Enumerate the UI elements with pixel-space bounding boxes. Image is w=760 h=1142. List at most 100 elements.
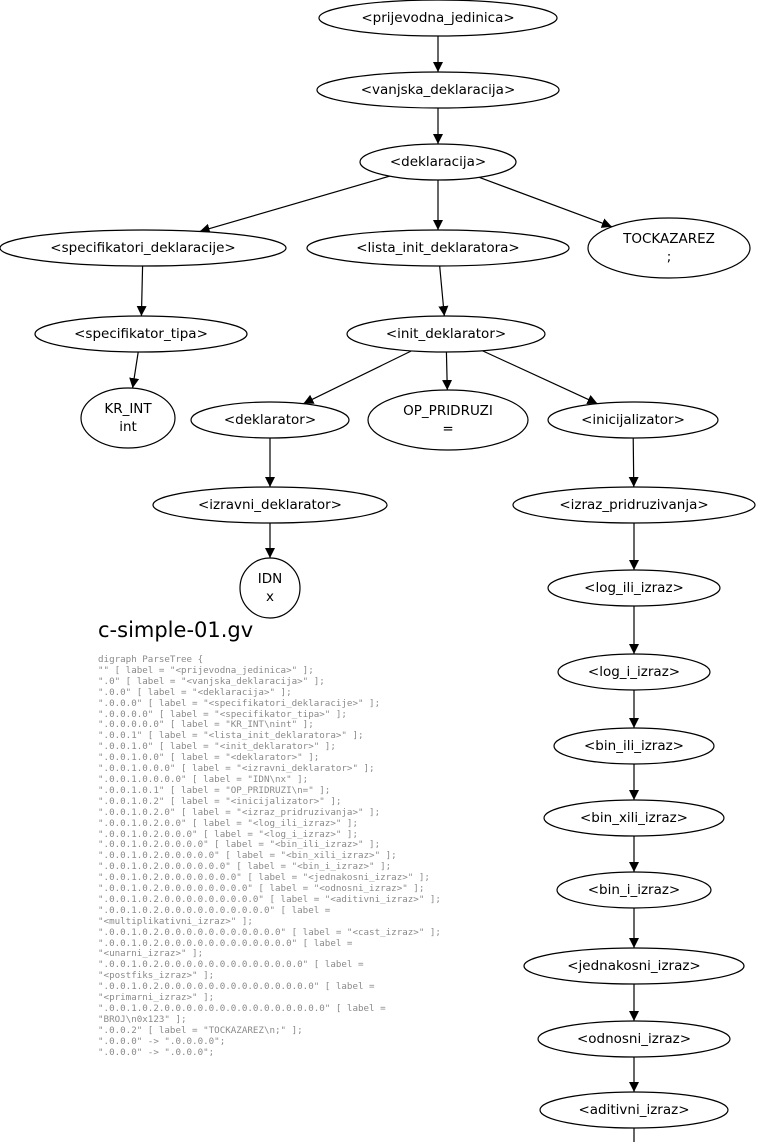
edge-n4-n8 <box>438 265 449 317</box>
node-label: <izraz_pridruzivanja> <box>559 497 708 513</box>
code-line: ".0.0.1.0.2.0.0.0.0" [ label = "<bin_ili… <box>98 839 381 851</box>
node-ellipse <box>367 389 529 451</box>
tree-node: <bin_i_izraz> <box>556 871 712 909</box>
node-ellipse <box>512 486 756 524</box>
code-line: "<multiplikativni_izraz>" ]; <box>98 915 253 927</box>
tree-node: <deklaracija> <box>359 143 517 181</box>
tree-node: <log_i_izraz> <box>557 653 711 691</box>
code-line: ".0.0.1.0.0.0.0" [ label = "IDN\nx" ]; <box>98 773 309 785</box>
node-label: <specifikatori_deklaracije> <box>50 240 235 256</box>
node-label: <inicijalizator> <box>581 412 685 428</box>
node-label: <lista_init_deklaratora> <box>356 240 520 256</box>
tree-node: <aditivni_izraz> <box>539 1091 729 1129</box>
code-line: ".0.0.1.0.0" [ label = "<deklarator>" ]; <box>98 752 320 764</box>
code-line: ".0.0.0" -> ".0.0.0.0"; <box>98 1035 226 1047</box>
code-line: ".0.0.1.0.2" [ label = "<inicijalizator>… <box>98 795 342 807</box>
tree-node: <izravni_deklarator> <box>152 486 388 524</box>
node-label: ; <box>667 249 672 265</box>
code-line: digraph ParseTree { <box>98 655 204 665</box>
node-label: = <box>442 421 453 437</box>
node-ellipse <box>0 229 287 267</box>
edge-n6-n7 <box>129 351 140 389</box>
node-label: <prijevodna_jedinica> <box>361 10 514 26</box>
tree-node: <specifikatori_deklaracije> <box>0 229 287 267</box>
code-line: ".0.0.1.0.2.0.0.0" [ label = "<log_i_izr… <box>98 828 358 840</box>
node-label: x <box>266 589 274 605</box>
node-label: OP_PRIDRUZI <box>403 403 493 419</box>
node-label: <vanjska_deklaracija> <box>361 82 516 98</box>
tree-node: <vanjska_deklaracija> <box>316 71 560 109</box>
code-line: ".0.0.1" [ label = "<lista_init_deklarat… <box>98 730 364 742</box>
code-line: ".0.0.1.0.2.0.0.0.0.0.0.0.0" [ label = "… <box>98 883 425 895</box>
tree-node: TOCKAZAREZ; <box>587 217 751 279</box>
code-line: ".0.0.1.0.2.0.0.0.0.0" [ label = "<bin_x… <box>98 850 397 862</box>
tree-node: <bin_ili_izraz> <box>553 727 715 765</box>
node-label: <deklaracija> <box>390 154 486 170</box>
node-label: <jednakosni_izraz> <box>567 958 701 974</box>
tree-node: <log_ili_izraz> <box>547 569 721 607</box>
tree-node: <lista_init_deklaratora> <box>306 229 570 267</box>
node-label: <odnosni_izraz> <box>577 1031 691 1047</box>
code-line: ".0.0.0.0" [ label = "<specifikator_tipa… <box>98 708 347 720</box>
code-line: ".0" [ label = "<vanjska_deklaracija>" ]… <box>98 675 325 687</box>
node-ellipse <box>543 799 725 837</box>
edge-n2-n5 <box>478 176 613 228</box>
node-label: <specifikator_tipa> <box>74 326 208 342</box>
node-ellipse <box>537 1020 731 1058</box>
code-line: ".0.0.1.0.2.0.0" [ label = "<log_ili_izr… <box>98 817 358 829</box>
code-line: ".0.0.1.0.2.0.0.0.0.0.0.0.0.0" [ label =… <box>98 893 441 905</box>
edges-layer <box>129 36 639 1142</box>
code-line: ".0.0.0" -> ".0.0.0"; <box>98 1046 215 1058</box>
tree-node: <jednakosni_izraz> <box>523 947 745 985</box>
node-ellipse <box>547 401 719 439</box>
code-line: "<unarni_izraz>" ]; <box>98 948 204 960</box>
node-label: IDN <box>258 571 282 587</box>
node-label: <aditivni_izraz> <box>578 1102 689 1118</box>
code-line: ".0.0.1.0.2.0.0.0.0.0.0" [ label = "<bin… <box>98 861 392 873</box>
code-line: ".0.0.1.0.2.0.0.0.0.0.0.0.0.0.0.0" [ lab… <box>98 926 441 938</box>
node-ellipse <box>306 229 570 267</box>
tree-node: <izraz_pridruzivanja> <box>512 486 756 524</box>
edge-n11-n14 <box>628 437 639 488</box>
code-line: ".0.0.1.0.0.0" [ label = "<izravni_dekla… <box>98 763 375 775</box>
code-line: ".0.0.1.0.2.0.0.0.0.0.0.0.0.0.0.0.0.0.0.… <box>98 1003 386 1014</box>
node-ellipse <box>34 315 248 353</box>
node-ellipse <box>346 315 546 353</box>
node-ellipse <box>587 217 751 279</box>
node-label: <izravni_deklarator> <box>198 497 342 513</box>
node-ellipse <box>318 0 558 37</box>
tree-node: IDN x <box>239 557 301 619</box>
code-line: ".0.0.1.0" [ label = "<init_deklarator>"… <box>98 741 336 753</box>
tree-node: <specifikator_tipa> <box>34 315 248 353</box>
node-label: <log_ili_izraz> <box>584 580 684 596</box>
edge-n2-n3 <box>199 175 390 234</box>
node-label: <log_i_izraz> <box>588 664 680 680</box>
code-line: ".0.0.1.0.2.0.0.0.0.0.0.0.0.0.0.0.0.0.0"… <box>98 981 375 993</box>
node-ellipse <box>539 1091 729 1129</box>
code-line: ".0.0.1.0.2.0.0.0.0.0.0.0.0.0.0.0.0" [ l… <box>98 937 353 949</box>
tree-node: <odnosni_izraz> <box>537 1020 731 1058</box>
code-line: "<primarni_izraz>" ]; <box>98 992 215 1004</box>
node-label: <deklarator> <box>224 412 316 428</box>
node-ellipse <box>316 71 560 109</box>
node-ellipse <box>547 569 721 607</box>
edge-n3-n6 <box>136 265 147 317</box>
code-line: ".0.0.1.0.2.0.0.0.0.0.0.0.0.0.0" [ label… <box>98 904 331 916</box>
edge-n8-n9 <box>303 350 412 405</box>
node-label: <bin_i_izraz> <box>588 882 681 898</box>
file-title: c-simple-01.gv <box>98 618 254 642</box>
node-ellipse <box>80 387 176 449</box>
node-label: KR_INT <box>104 401 152 417</box>
code-line: ".0.0.1.0.2.0.0.0.0.0.0.0" [ label = "<j… <box>98 872 430 884</box>
code-line: ".0.0.1.0.2.0" [ label = "<izraz_pridruz… <box>98 806 381 818</box>
code-line: ".0.0.0.0.0" [ label = "KR_INT\nint" ]; <box>98 719 314 731</box>
tree-node: <prijevodna_jedinica> <box>318 0 558 37</box>
node-label: TOCKAZAREZ <box>622 231 715 247</box>
node-label: <bin_xili_izraz> <box>580 810 688 826</box>
code-line: ".0.0.1.0.1" [ label = "OP_PRIDRUZI\n=" … <box>98 784 331 796</box>
code-line: "<postfiks_izraz>" ]; <box>98 970 215 982</box>
node-ellipse <box>553 727 715 765</box>
